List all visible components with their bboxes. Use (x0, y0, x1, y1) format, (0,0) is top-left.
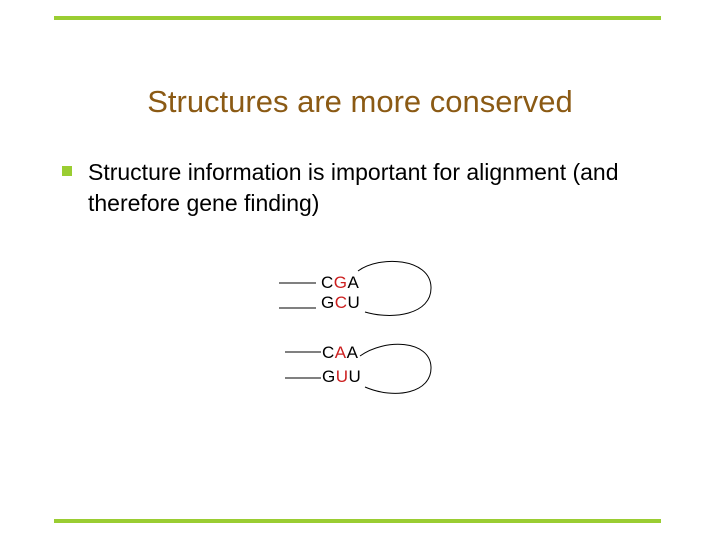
nucleotide: U (347, 293, 361, 312)
bullet-item: Structure information is important for a… (62, 157, 662, 219)
nucleotide: C (322, 343, 335, 362)
top-divider-line (54, 16, 661, 20)
nucleotide: A (346, 343, 359, 362)
nucleotide: G (322, 367, 336, 386)
nucleotide: G (321, 293, 335, 312)
bullet-text: Structure information is important for a… (88, 159, 619, 216)
nucleotide-highlight: C (334, 293, 348, 312)
nucleotide-highlight: G (333, 273, 348, 292)
hairpin1-bottom-sequence: GCU (321, 293, 360, 313)
hairpin2-bottom-sequence: GUU (322, 367, 361, 387)
nucleotide: U (348, 367, 362, 386)
square-bullet-icon (62, 166, 72, 176)
bottom-divider-line (54, 519, 661, 523)
hairpin2-top-sequence: CAA (322, 343, 358, 363)
hairpin1-loop (357, 260, 432, 316)
hairpin1-top-sequence: CGA (321, 273, 359, 293)
hairpin2-loop (359, 343, 432, 394)
nucleotide-highlight: A (334, 343, 347, 362)
slide-title: Structures are more conserved (147, 84, 573, 119)
nucleotide: C (321, 273, 334, 292)
nucleotide-highlight: U (335, 367, 349, 386)
nucleotide: A (347, 273, 360, 292)
